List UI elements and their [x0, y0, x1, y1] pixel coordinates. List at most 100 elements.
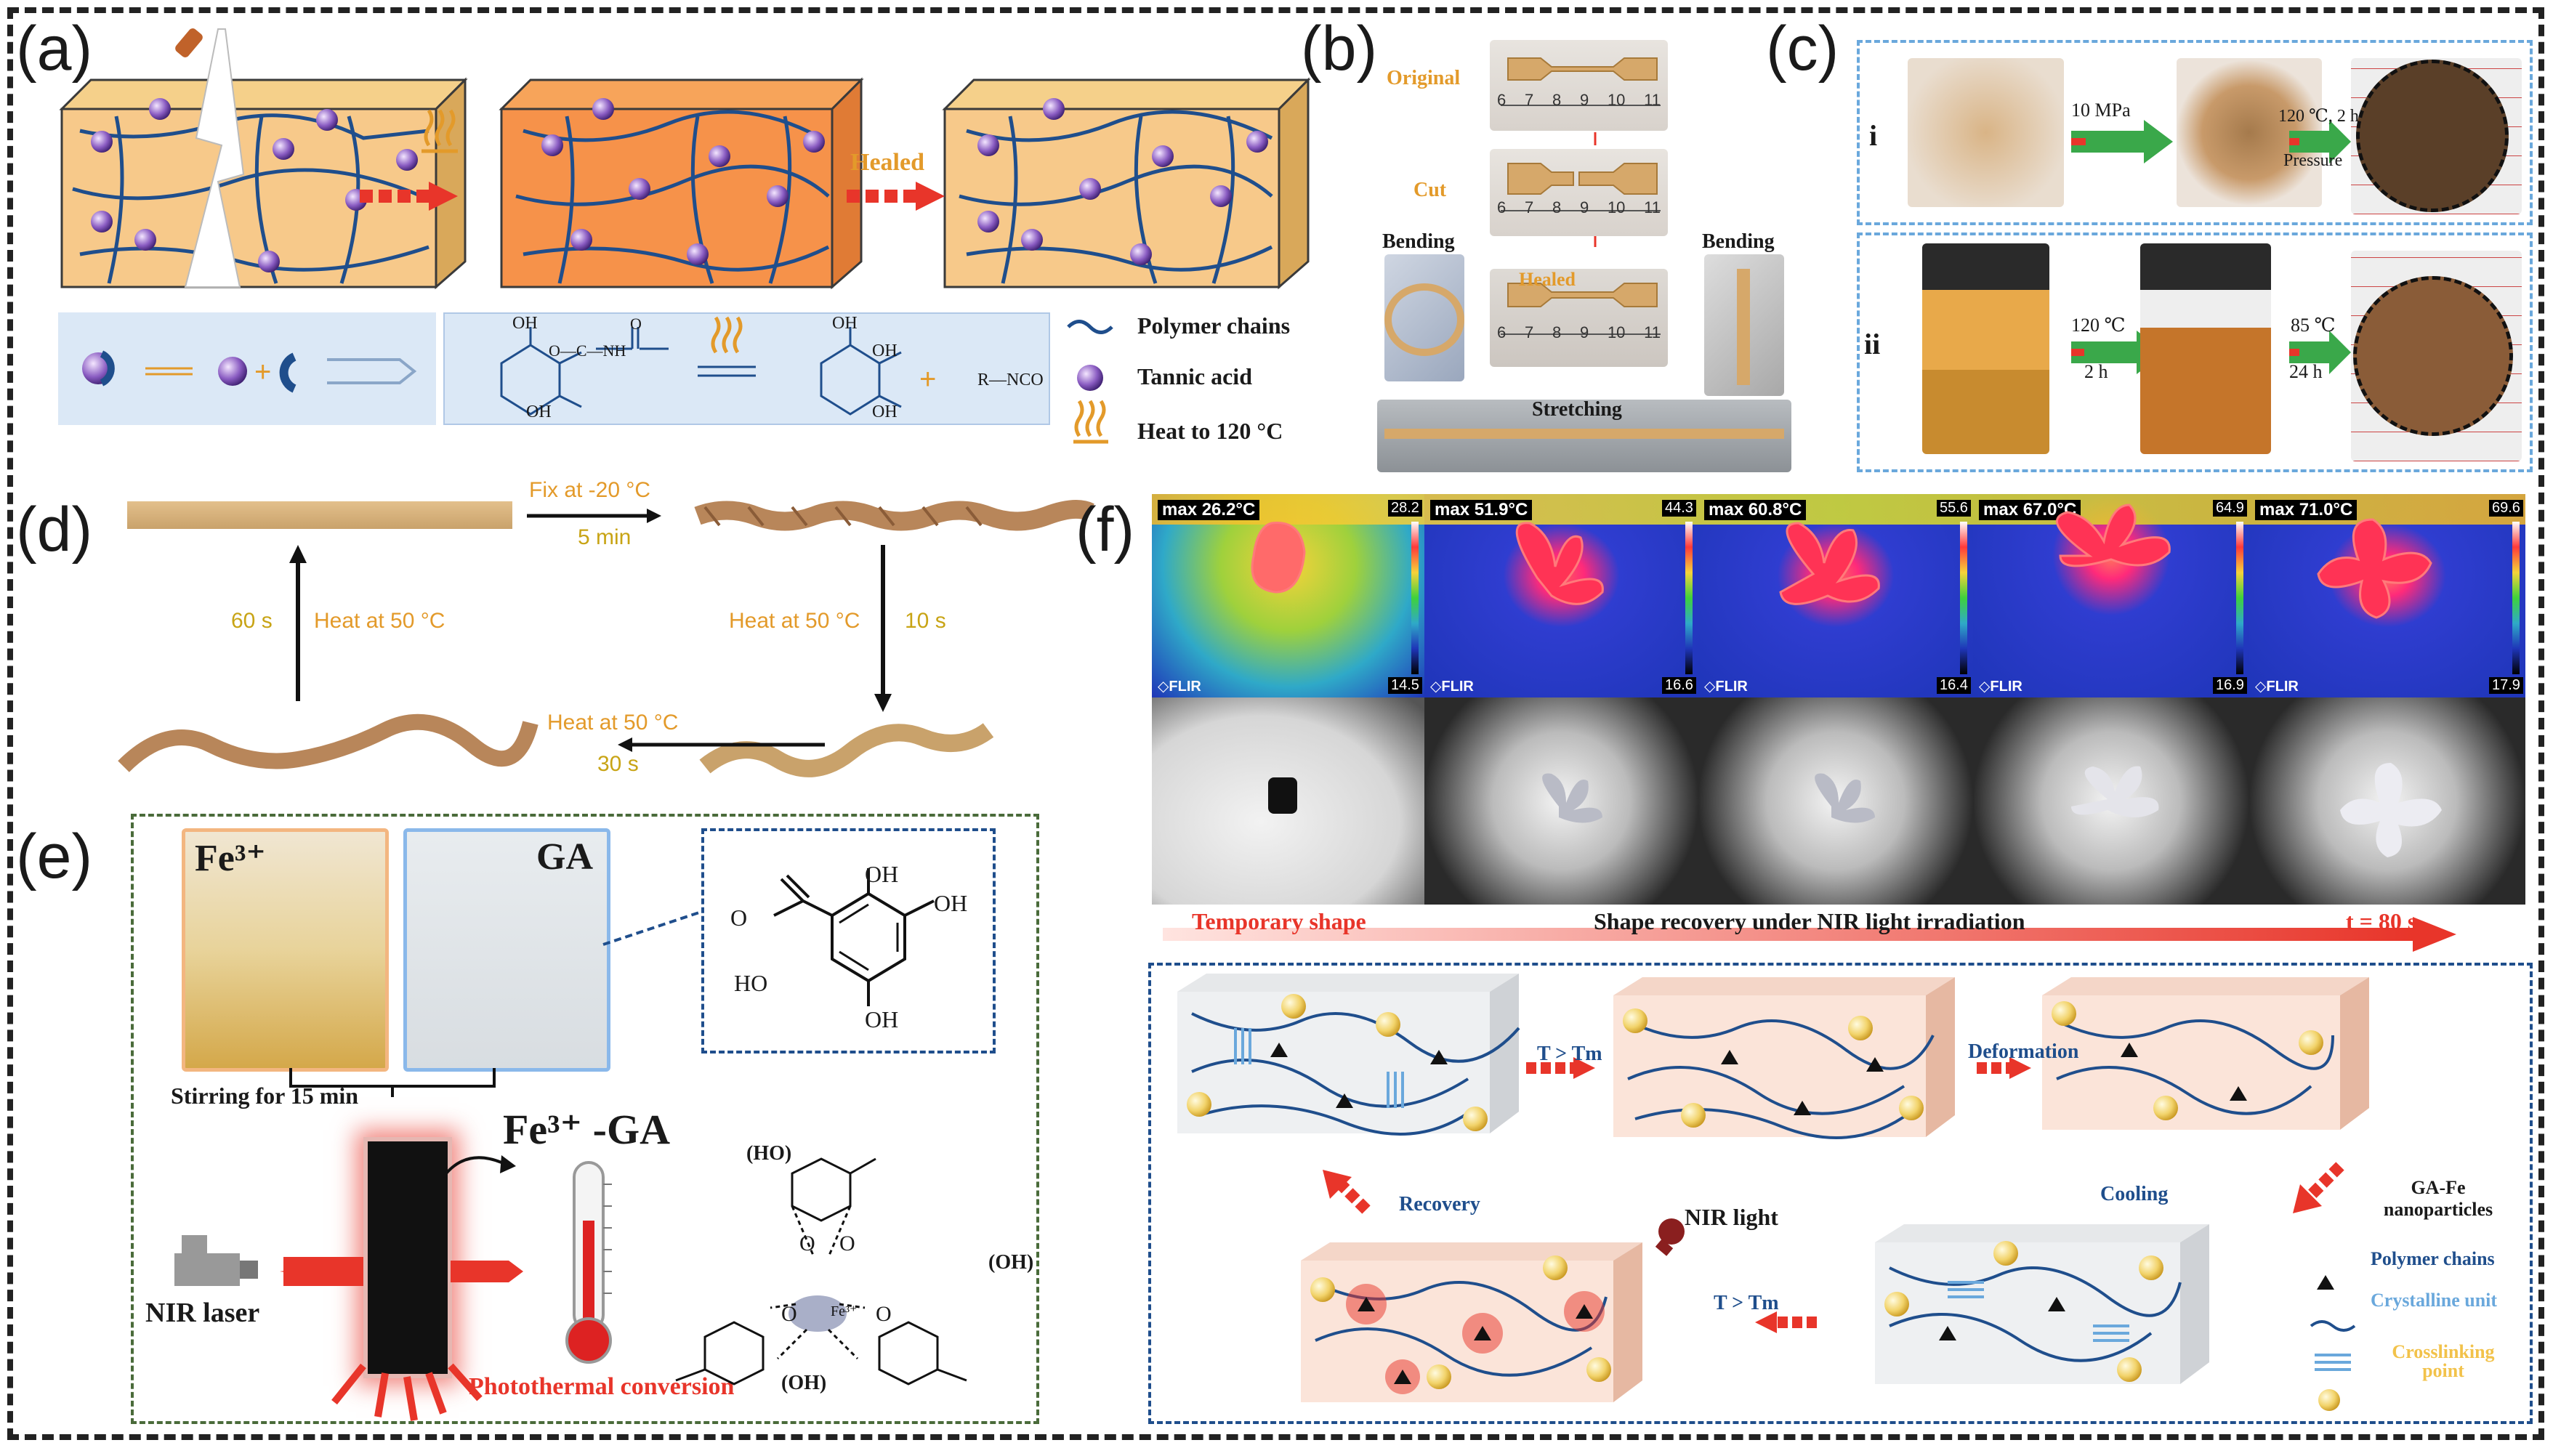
step-120c-2h: 120 ℃, 2 h: [2278, 107, 2359, 126]
panel-c-label: (c): [1766, 14, 1839, 84]
oh-label-1: OH: [512, 314, 538, 333]
thermal-max-readout: max 60.8°C: [1704, 500, 1807, 520]
complex-o-1: O: [799, 1231, 815, 1255]
thermal-max-readout: max 67.0°C: [1979, 500, 2081, 520]
step-2h: 2 h: [2084, 361, 2108, 382]
urethane-label: O—C—NH: [549, 341, 626, 360]
thermal-max-readout: max 51.9°C: [1430, 500, 1533, 520]
figure-frame: [7, 7, 2544, 1440]
mech-deformation: Deformation: [1968, 1040, 2079, 1063]
mechanism-blocks: [1177, 974, 2369, 1411]
cuvette: [363, 1137, 452, 1378]
panel-a-legend-icons: [1067, 320, 1113, 444]
stirring-label: Stirring for 15 min: [171, 1083, 359, 1109]
stirring-bracket: [289, 1068, 496, 1097]
panel-c-row-i-box: [1857, 40, 2533, 225]
photo-fe-solution: [182, 828, 389, 1072]
legend-ga-fe: GA-Fe nanoparticles: [2383, 1177, 2493, 1220]
step-pressure: Pressure: [2283, 151, 2343, 170]
photo-vial-2: [2140, 243, 2271, 454]
ga-oh-top: OH: [865, 861, 899, 887]
mech-recovery: Recovery: [1399, 1193, 1480, 1216]
thermal-flowers: [1251, 503, 2432, 619]
panel-a-cubes: [59, 28, 1311, 290]
arrow-healed: [847, 182, 945, 211]
photo-flowers: [1268, 763, 2442, 857]
thermal-colorbar: [1411, 522, 1419, 674]
time-label: t = 80 s: [2346, 908, 2417, 934]
ga-ho-left: HO: [734, 970, 768, 996]
oh-label-5: OH: [872, 403, 898, 421]
panel-e-box: [131, 814, 1039, 1424]
flir-logo: ◇FLIR: [1158, 679, 1201, 695]
complex-oh-paren-2: (OH): [988, 1251, 1034, 1274]
thermal-scale-bottom: 14.5: [1388, 677, 1422, 694]
svg-text:+: +: [254, 356, 271, 388]
complex-o-2: O: [839, 1231, 855, 1255]
thermal-scale-bottom: 16.9: [2213, 677, 2247, 694]
legend-crosslinking: Crosslinking point: [2392, 1341, 2495, 1381]
flir-logo: ◇FLIR: [1704, 679, 1748, 695]
temporary-shape-label: Temporary shape: [1192, 908, 1366, 934]
step-stretching: Stretching: [1532, 398, 1622, 421]
thermal-max-readout: max 26.2°C: [1158, 500, 1260, 520]
complex-oh-paren-1: (OH): [781, 1372, 827, 1394]
legend-polymer-chains: Polymer chains: [1137, 312, 1291, 339]
complex-ho-paren: (HO): [746, 1142, 792, 1165]
row-ii-label: ii: [1864, 328, 1881, 360]
complex-o-4: O: [876, 1302, 892, 1326]
ga-o-carbonyl: O: [730, 905, 748, 931]
fe-label: Fe³⁺: [195, 838, 266, 879]
step-healed: Healed: [1519, 269, 1576, 290]
bending-right-label: Bending: [1702, 230, 1775, 253]
arrow-heat: [360, 182, 458, 211]
panel-b-label: (b): [1301, 14, 1378, 84]
d-heat-bottom-label: Heat at 50 °C: [547, 711, 679, 735]
thermal-scale-bottom: 16.6: [1662, 677, 1696, 694]
d-fix-label: Fix at -20 °C: [529, 478, 651, 502]
ga-structure: [773, 868, 935, 1006]
fe-ga-complex-structure: [675, 1157, 967, 1386]
thermal-scale-top: 69.6: [2489, 500, 2523, 517]
flir-logo: ◇FLIR: [1430, 679, 1474, 695]
photo-original: [1490, 40, 1668, 131]
thermal-scale-top: 55.6: [1937, 500, 1971, 517]
oh-label-3: OH: [832, 314, 858, 333]
panel-f-label: (f): [1076, 495, 1135, 565]
panel-d-label: (d): [16, 495, 93, 565]
thermal-colorbar: [2512, 522, 2520, 674]
mechanism-band-left: [58, 312, 436, 425]
d-heat-right-label: Heat at 50 °C: [729, 609, 860, 633]
carbonyl-label: O: [630, 315, 642, 333]
film-disc-ii: [2353, 276, 2513, 436]
legend-polymer-chains-f: Polymer chains: [2371, 1248, 2495, 1269]
step-24h: 24 h: [2289, 361, 2323, 382]
photo-ga-solution: [403, 828, 610, 1072]
complex-o-3: O: [781, 1302, 797, 1326]
dogbone-specimens: [1501, 57, 1661, 335]
stretched-strip: [1384, 429, 1784, 439]
thermal-max-readout: max 71.0°C: [2255, 500, 2358, 520]
step-120c: 120 ℃: [2071, 315, 2126, 336]
step-85c: 85 ℃: [2291, 315, 2336, 336]
row-i-label: i: [1869, 119, 1878, 152]
mech-t-tm-top: T > Tm: [1537, 1043, 1602, 1065]
laser-beams: [174, 1155, 523, 1421]
d-5min-label: 5 min: [578, 525, 632, 549]
complex-fe-center: Fe³⁺: [831, 1303, 858, 1319]
flir-logo: ◇FLIR: [1979, 679, 2022, 695]
strip-original: [127, 501, 512, 529]
thermal-scale-top: 28.2: [1388, 500, 1422, 517]
panel-e-label: (e): [16, 822, 93, 891]
thermal-scale-top: 44.3: [1662, 500, 1696, 517]
mech-nir-light: NIR light: [1685, 1204, 1778, 1230]
twisted-strips: [118, 500, 1094, 777]
panel-a-label: (a): [16, 14, 93, 84]
legend-crystalline: Crystalline unit: [2371, 1290, 2498, 1311]
oh-label-4: OH: [872, 341, 898, 360]
legend-tannic-acid: Tannic acid: [1137, 363, 1252, 389]
plus-sign: +: [919, 363, 937, 395]
